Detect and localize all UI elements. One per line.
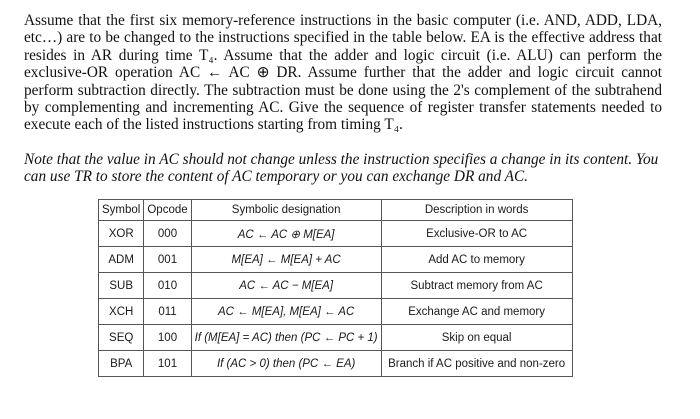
cell-opcode: 000 bbox=[143, 220, 192, 247]
cell-symbol: ADM bbox=[97, 246, 145, 273]
cell-designation: If (M[EA] = AC) then (PC ← PC + 1) bbox=[190, 324, 382, 351]
header-symbolic-designation: Symbolic designation bbox=[190, 199, 382, 221]
cell-symbol: XCH bbox=[97, 298, 145, 325]
cell-designation: If (AC > 0) then (PC ← EA) bbox=[190, 350, 382, 377]
cell-designation: AC ← AC − M[EA] bbox=[190, 272, 382, 299]
table-header-row: Symbol Opcode Symbolic designation Descr… bbox=[97, 199, 573, 221]
cell-description: Exchange AC and memory bbox=[380, 298, 573, 325]
table-row: XOR 000 AC ← AC ⊕ M[EA] Exclusive-OR to … bbox=[97, 220, 573, 247]
cell-symbol: SUB bbox=[97, 272, 145, 299]
cell-description: Subtract memory from AC bbox=[380, 272, 573, 299]
table-row: SEQ 100 If (M[EA] = AC) then (PC ← PC + … bbox=[97, 324, 573, 351]
cell-designation: M[EA] ← M[EA] + AC bbox=[190, 246, 382, 273]
cell-opcode: 100 bbox=[143, 324, 192, 351]
problem-note: Note that the value in AC should not cha… bbox=[24, 151, 659, 186]
cell-description: Exclusive-OR to AC bbox=[380, 220, 573, 247]
problem-paragraph: Assume that the first six memory-referen… bbox=[24, 12, 662, 134]
instruction-table: Symbol Opcode Symbolic designation Descr… bbox=[97, 199, 573, 377]
table-row: BPA 101 If (AC > 0) then (PC ← EA) Branc… bbox=[97, 350, 573, 377]
cell-description: Skip on equal bbox=[380, 324, 573, 351]
cell-symbol: BPA bbox=[97, 350, 145, 377]
cell-symbol: XOR bbox=[97, 220, 145, 247]
table-row: ADM 001 M[EA] ← M[EA] + AC Add AC to mem… bbox=[97, 246, 573, 273]
table-row: SUB 010 AC ← AC − M[EA] Subtract memory … bbox=[97, 272, 573, 299]
cell-opcode: 010 bbox=[143, 272, 192, 299]
header-symbol: Symbol bbox=[97, 199, 145, 221]
cell-designation: AC ← AC ⊕ M[EA] bbox=[190, 220, 382, 247]
table-row: XCH 011 AC ← M[EA], M[EA] ← AC Exchange … bbox=[97, 298, 573, 325]
cell-opcode: 001 bbox=[143, 246, 192, 273]
cell-description: Add AC to memory bbox=[380, 246, 573, 273]
header-opcode: Opcode bbox=[143, 199, 192, 221]
cell-description: Branch if AC positive and non-zero bbox=[380, 350, 573, 377]
cell-designation: AC ← M[EA], M[EA] ← AC bbox=[190, 298, 382, 325]
cell-opcode: 011 bbox=[143, 298, 192, 325]
cell-opcode: 101 bbox=[143, 350, 192, 377]
cell-symbol: SEQ bbox=[97, 324, 145, 351]
header-description: Description in words bbox=[380, 199, 573, 221]
